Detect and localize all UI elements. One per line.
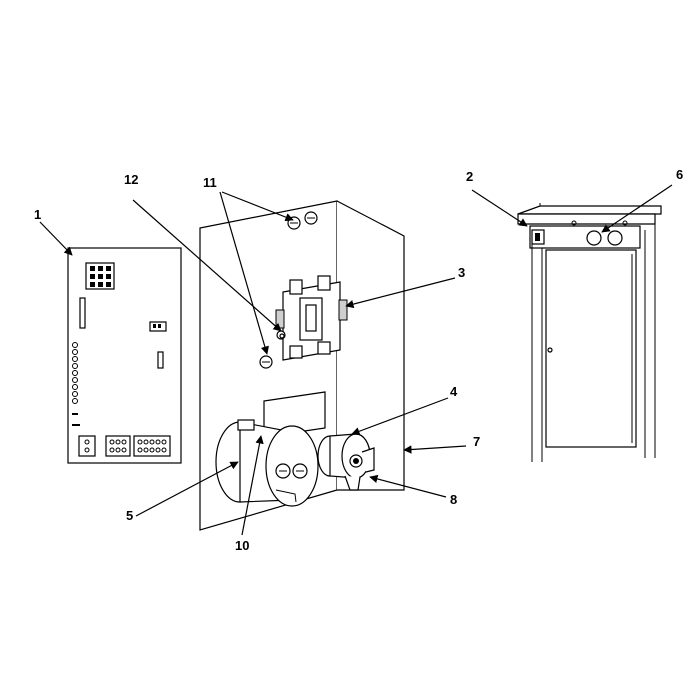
callout-5: 5 [126,508,133,523]
callout-11: 11 [203,175,217,190]
relay-screw [279,333,285,339]
leader-lines [39,184,673,536]
callout-7: 7 [473,434,480,449]
callout-2: 2 [466,169,473,184]
callout-6: 6 [676,167,683,182]
callout-3: 3 [458,265,465,280]
contactor [275,275,348,361]
callout-12: 12 [124,172,138,187]
cabinet-assembly [517,203,662,462]
callout-10: 10 [235,538,249,553]
screws [259,211,318,369]
capacitor [215,419,319,507]
callout-4: 4 [450,384,458,399]
fan-relay [317,433,375,491]
control-board [67,247,182,464]
callout-1: 1 [34,207,41,222]
callout-8: 8 [450,492,457,507]
